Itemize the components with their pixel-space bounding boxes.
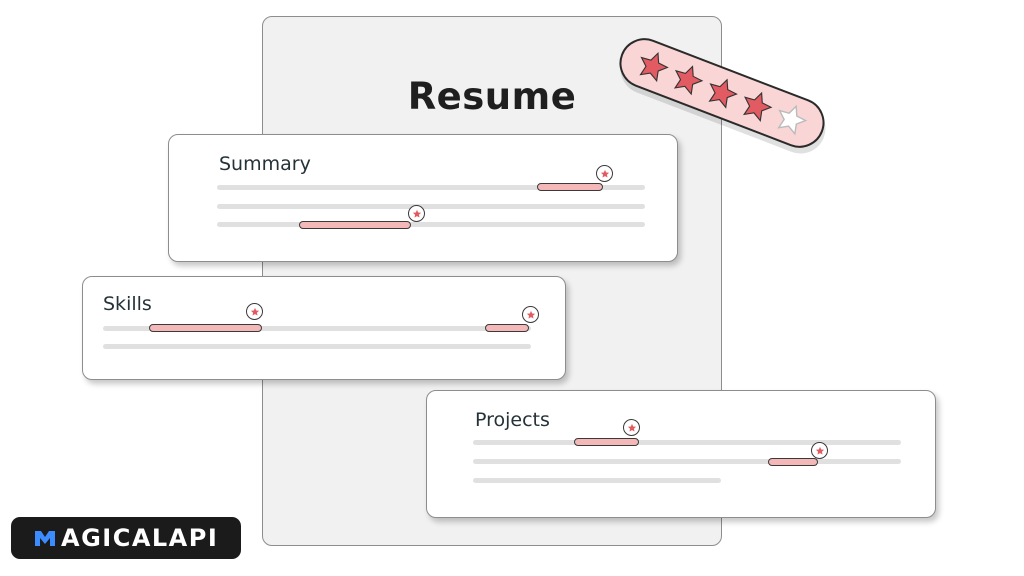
highlight-mark [149, 324, 262, 332]
star-badge [246, 303, 263, 320]
star-icon [412, 209, 421, 218]
star-icon [815, 446, 824, 455]
summary-title: Summary [219, 153, 311, 175]
highlight-mark [299, 221, 411, 229]
star-icon [673, 65, 704, 96]
highlight-mark [537, 183, 603, 191]
star-icon [250, 307, 259, 316]
star-badge [408, 205, 425, 222]
star-icon [526, 310, 535, 319]
star-empty-icon [777, 104, 808, 136]
star-icon [600, 169, 609, 178]
skills-card: Skills [82, 276, 566, 380]
text-line [473, 478, 721, 483]
skills-title: Skills [103, 293, 152, 315]
star-badge [596, 165, 613, 182]
text-line [473, 459, 901, 464]
star-badge [522, 306, 539, 323]
brand-logo: AGICALAPI [11, 517, 241, 559]
highlight-mark [768, 458, 818, 466]
resume-title: Resume [407, 75, 577, 118]
star-icon [627, 423, 636, 432]
m-logo-icon [35, 531, 55, 546]
star-rating [612, 30, 832, 156]
star-icon [708, 78, 738, 109]
text-line [217, 185, 645, 190]
star-badge [623, 419, 640, 436]
summary-card: Summary [168, 134, 678, 262]
projects-title: Projects [475, 409, 550, 431]
star-icon [742, 91, 773, 122]
text-line [473, 440, 901, 445]
highlight-mark [574, 438, 639, 446]
projects-card: Projects [426, 390, 936, 518]
text-line [217, 204, 645, 209]
star-badge [811, 442, 828, 459]
text-line [103, 344, 531, 349]
logo-text: AGICALAPI [61, 524, 219, 552]
highlight-mark [485, 324, 529, 332]
text-line [217, 222, 645, 227]
text-line [103, 326, 531, 331]
star-icon [639, 51, 669, 83]
